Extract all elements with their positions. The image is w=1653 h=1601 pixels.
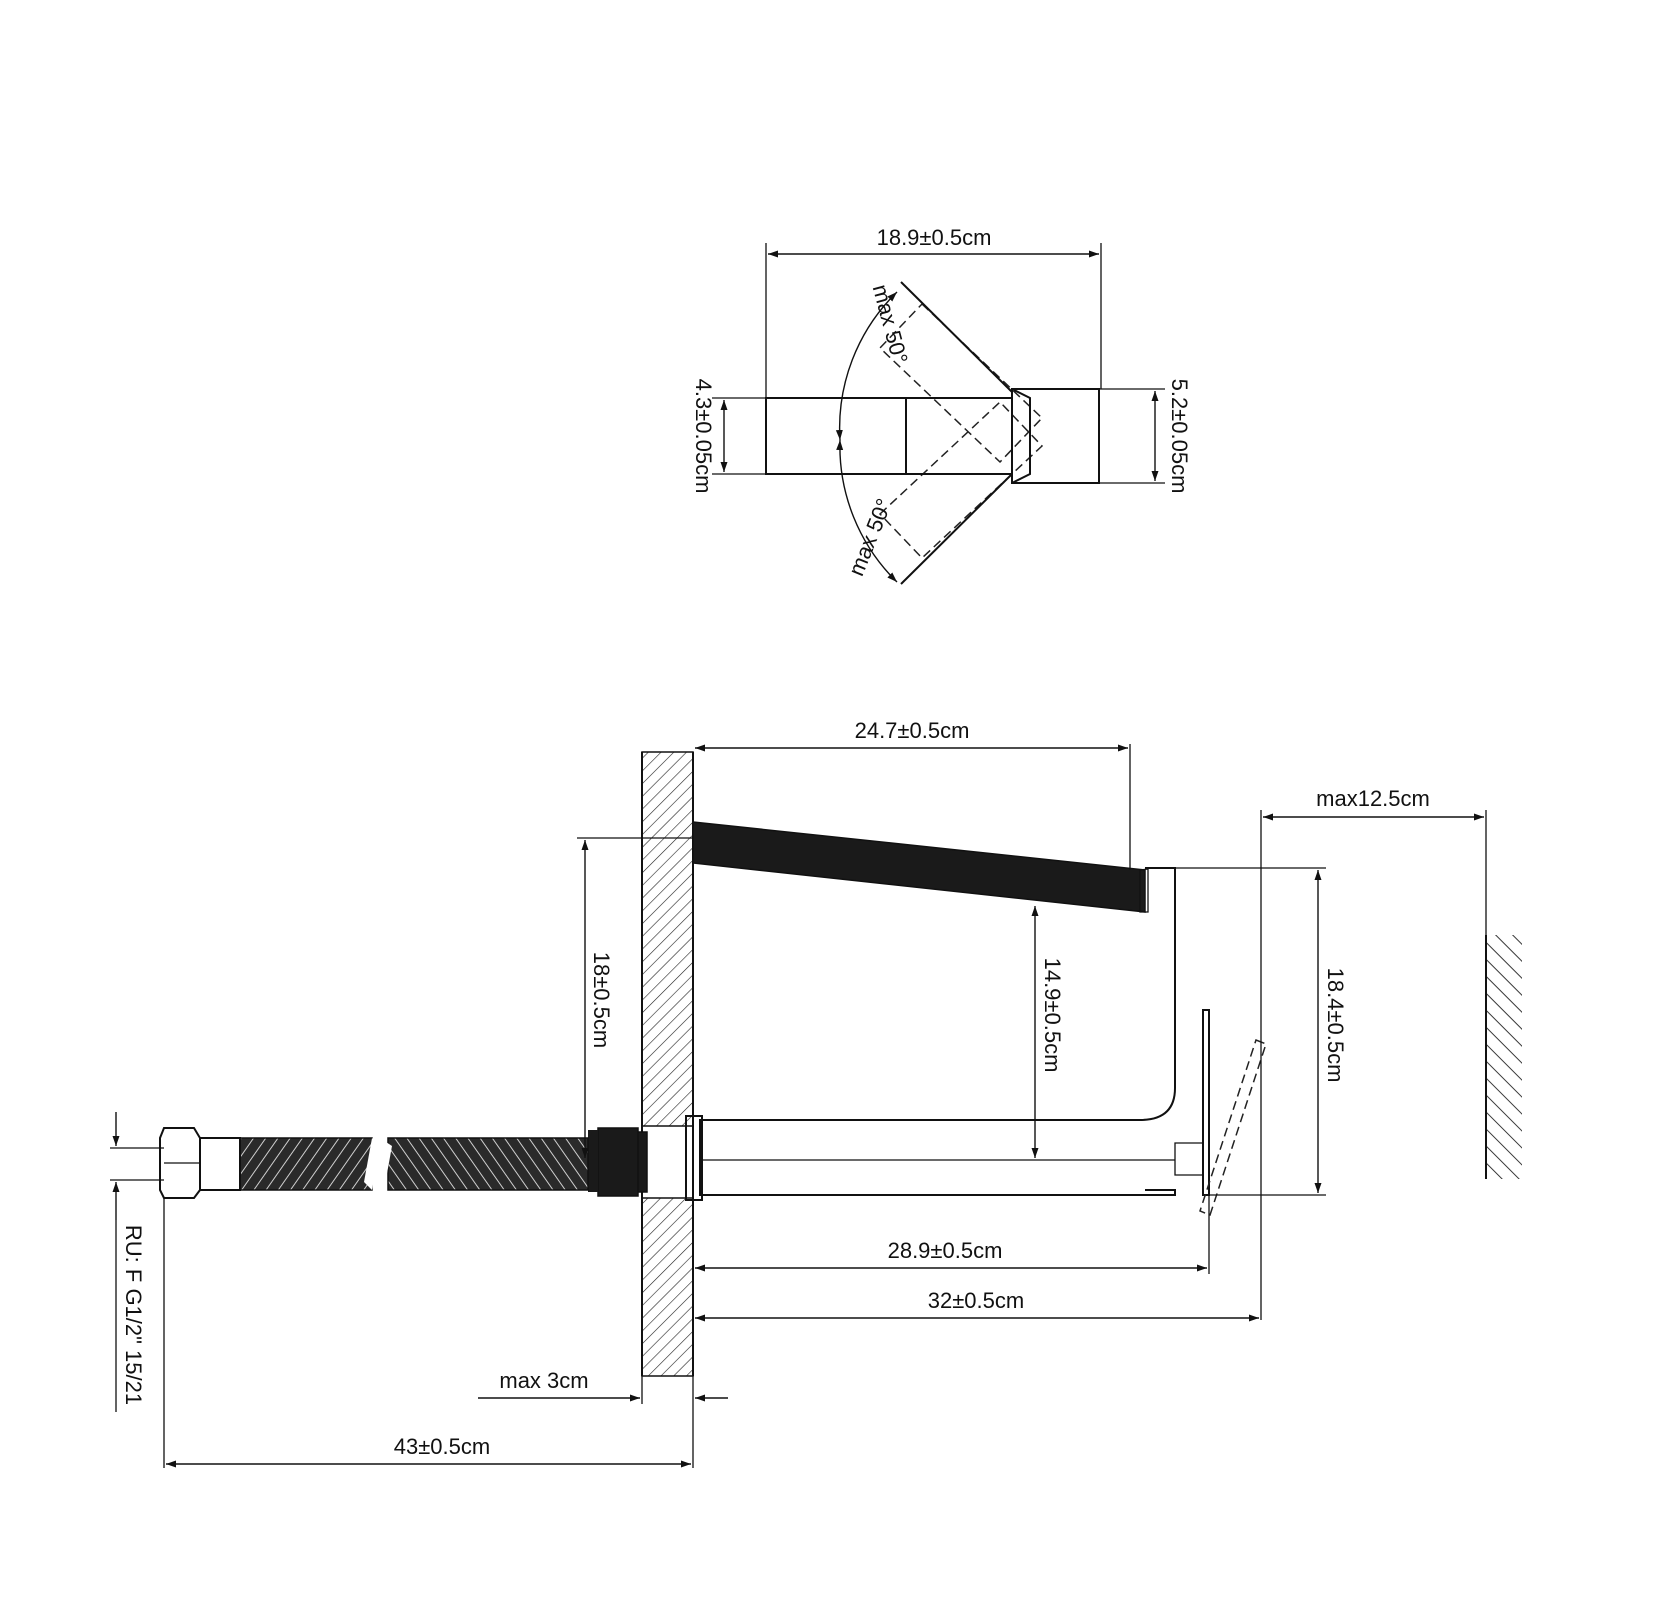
mount-washer: [588, 1130, 598, 1192]
hose-braided-left: [240, 1138, 372, 1190]
handle-body-top: [1012, 389, 1099, 483]
mount-flange-top: [686, 1116, 702, 1200]
hose-length-label: 43±0.5cm: [394, 1434, 490, 1459]
body-depth-label: 28.9±0.5cm: [888, 1238, 1003, 1263]
angle-ray-upper: [901, 282, 1012, 392]
angle-arc-upper: [835, 292, 897, 440]
reference-wall: [1486, 935, 1522, 1179]
hose-braided-right: [388, 1138, 588, 1190]
spout-length-label: 24.7±0.5cm: [855, 718, 970, 743]
connection-label: RU: F G1/2" 15/21: [121, 1225, 146, 1405]
wall-section-upper: [642, 752, 693, 1126]
spout-body-top: [906, 398, 1012, 474]
body-height-label: 18.4±0.5cm: [1323, 968, 1348, 1083]
lever-base: [1175, 1143, 1203, 1175]
angle-ray-lower: [901, 474, 1012, 584]
angle-arc-lower: [836, 440, 897, 582]
width-label-top: 18.9±0.5cm: [877, 225, 992, 250]
angle-upper-label: max 50°: [868, 282, 913, 367]
lever-handle: [1203, 1010, 1209, 1195]
spout-clearance-label: 14.9±0.5cm: [1040, 958, 1065, 1073]
max-reach-label: max12.5cm: [1316, 786, 1430, 811]
wall-section-lower: [642, 1198, 693, 1376]
wall-thickness-label: max 3cm: [499, 1368, 588, 1393]
spout: [693, 822, 1145, 912]
side-view: 24.7±0.5cm max12.5cm 18±0.5cm 14.9±0.5cm…: [110, 718, 1522, 1468]
hose-break-right: [376, 1138, 392, 1190]
handle-outline-inner: [1012, 389, 1030, 483]
hose-break-left: [364, 1138, 380, 1190]
spout-tip: [1140, 869, 1148, 912]
total-depth-label: 32±0.5cm: [928, 1288, 1024, 1313]
hose-ferrule: [200, 1138, 240, 1190]
base-body-top: [766, 398, 906, 474]
top-view: 18.9±0.5cm 4.3±0.05cm 5.2±0.05cm max 50°…: [691, 225, 1192, 584]
left-height-label: 4.3±0.05cm: [691, 379, 716, 494]
faucet-body: [700, 868, 1175, 1195]
right-height-label: 5.2±0.05cm: [1167, 379, 1192, 494]
angle-lower-label: max 50°: [843, 495, 897, 579]
mount-thread: [598, 1128, 638, 1196]
total-height-label: 18±0.5cm: [589, 952, 614, 1048]
hose-hex-nut: [160, 1128, 200, 1198]
lever-handle-ghost: [1200, 1040, 1266, 1215]
handle-rotated-down-ghost: [880, 402, 1042, 558]
